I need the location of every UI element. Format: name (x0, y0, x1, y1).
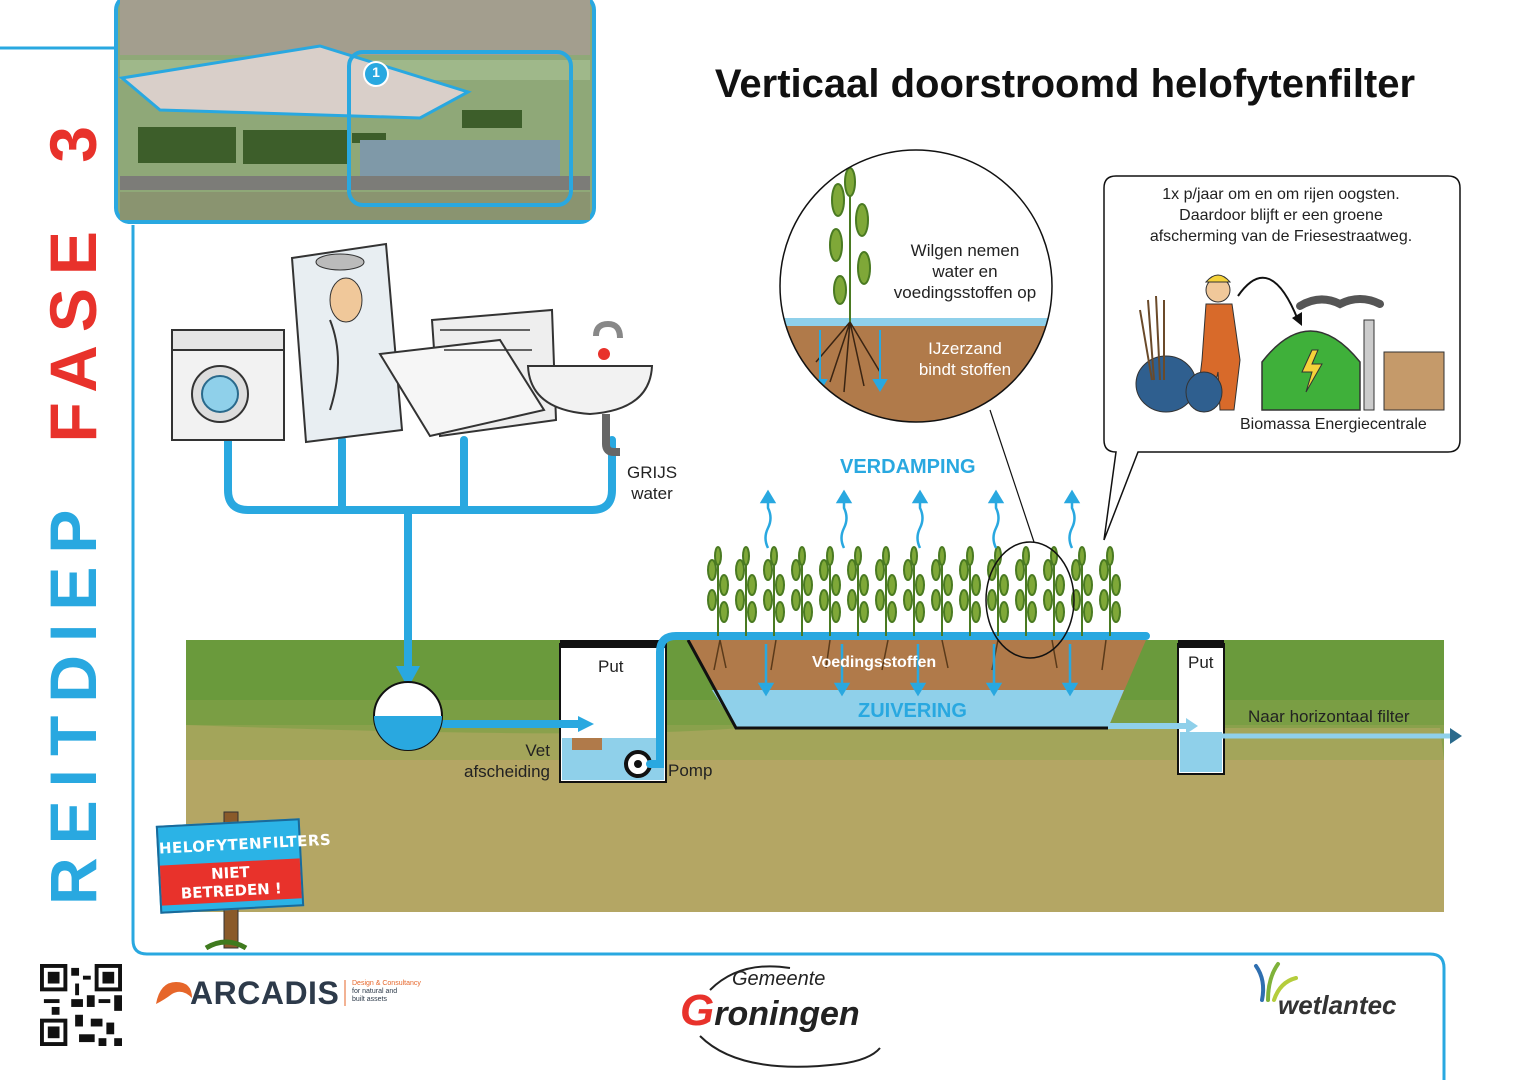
photo-marker-label: 1 (372, 64, 380, 80)
side-title-word2: FASE (36, 218, 110, 442)
arcadis-logo: ARCADIS (190, 975, 340, 1011)
harvest-note: 1x p/jaar om en om rijen oogsten.Daardoo… (1149, 186, 1413, 245)
svg-text:REITDIEP FASE 3: REITDIEP FASE 3 (36, 113, 110, 905)
infiltration-arrows (757, 644, 1079, 697)
worker-icon (1135, 274, 1241, 413)
greywater-pipes (224, 436, 1150, 768)
shower-icon (290, 242, 404, 444)
page-title: Verticaal doorstroomd helofytenfilter (714, 62, 1416, 106)
power-plant-icon (1261, 295, 1445, 411)
purification-zone (712, 690, 1124, 728)
well-right (1177, 640, 1225, 775)
side-title-number: 3 (36, 113, 110, 163)
photo-marker (363, 61, 389, 87)
pump-label: Pomp (668, 761, 713, 780)
photo-highlight (347, 50, 573, 207)
to-horizontal-filter-label: Naar horizontaal filter (1248, 707, 1410, 726)
zoom-ring (985, 541, 1075, 659)
sign-line1: HELOFYTENFILTERS (158, 830, 332, 858)
well-right-label: Put (1188, 653, 1214, 672)
willow-plants (707, 546, 1121, 637)
frame-line (131, 225, 1446, 1080)
side-title: REITDIEP FASE 3 (36, 113, 116, 920)
side-title-word1: REITDIEP (36, 498, 110, 905)
evaporation-arrows (759, 489, 1081, 549)
qr-code (40, 964, 122, 1046)
sink-icon (526, 320, 654, 456)
groningen-logo: Groningen (680, 986, 860, 1035)
arcadis-logo-icon (156, 982, 192, 1004)
well-left-label: Put (598, 657, 624, 676)
warning-sign: HELOFYTENFILTERS NIET BETREDEN ! (155, 818, 332, 914)
wetlantec-logo-icon (1254, 962, 1298, 1002)
wetlantec-logo: wetlantec (1278, 990, 1397, 1020)
evaporation-label: VERDAMPING (840, 456, 976, 478)
dishwasher-icon (378, 308, 558, 438)
gemeente-label: Gemeente (732, 968, 826, 990)
aerial-photo (114, 0, 596, 224)
nutrients-label: Voedingsstoffen (812, 654, 937, 671)
sign-line2: NIET BETREDEN ! (159, 858, 302, 906)
biomass-plant-label: Biomassa Energiecentrale (1240, 416, 1427, 433)
purification-label: ZUIVERING (858, 700, 967, 722)
washing-machine-icon (171, 329, 285, 441)
